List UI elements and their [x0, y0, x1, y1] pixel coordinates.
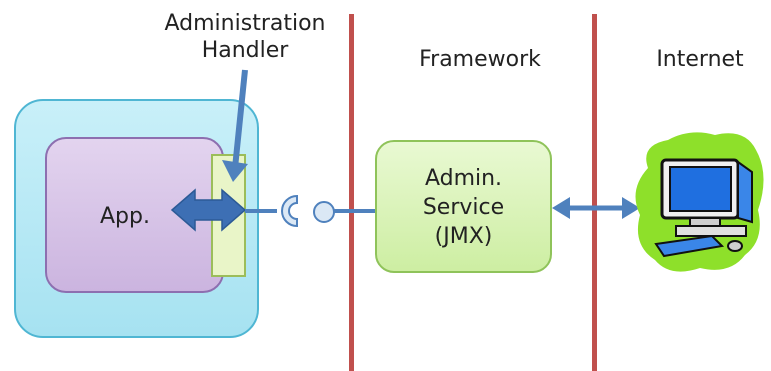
admin-service-box: [375, 140, 552, 273]
admin-service-label: Admin. Service (JMX): [386, 164, 541, 251]
admin-service-label-line1: Admin.: [424, 166, 503, 191]
framework-label: Framework: [419, 47, 541, 72]
admin-handler-label-line2: Handler: [201, 38, 289, 63]
computer-icon: [635, 132, 764, 272]
lollipop-icon: [313, 201, 335, 223]
socket-icon: [281, 194, 298, 228]
admin-handler-label: Administration Handler: [150, 10, 340, 64]
admin-service-label-line2: Service: [422, 195, 505, 220]
admin-handler-label-line1: Administration: [164, 11, 326, 36]
service-internet-double-arrow: [552, 197, 640, 219]
divider-left: [349, 14, 354, 371]
divider-right: [592, 14, 597, 371]
internet-label: Internet: [656, 47, 744, 72]
handler-pointer-arrow: [222, 69, 248, 182]
app-label: App.: [100, 204, 150, 229]
admin-service-label-line3: (JMX): [434, 224, 493, 249]
